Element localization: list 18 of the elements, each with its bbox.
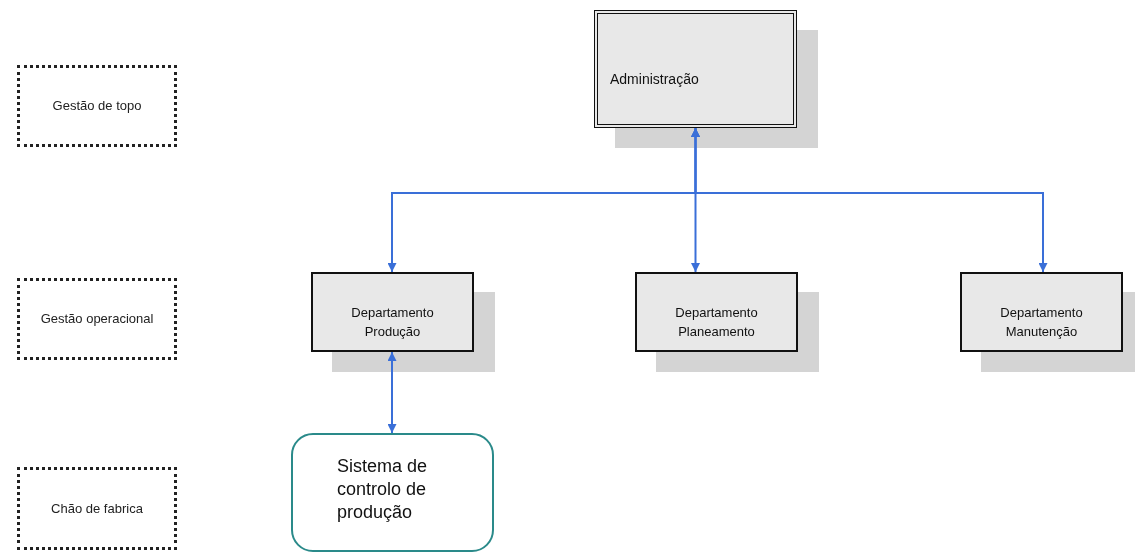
- node-label: Gestão de topo: [51, 97, 143, 116]
- process-box: [635, 272, 798, 352]
- node-label: Administração: [609, 69, 700, 89]
- process-box: [311, 272, 474, 352]
- level-box: [17, 278, 177, 360]
- level-box: [17, 65, 177, 147]
- node-label: Chão de fabrica: [50, 499, 144, 518]
- node-label: Departamento Produção: [350, 303, 435, 341]
- node-label: Departamento Manutenção: [999, 303, 1084, 341]
- process-box: [960, 272, 1123, 352]
- node-label: Gestão operacional: [39, 310, 155, 329]
- level-box: [17, 467, 177, 550]
- node-label: Departamento Planeamento: [674, 303, 759, 341]
- node-label: Sistema de controlo de produção: [336, 455, 429, 524]
- process-box: [594, 10, 797, 128]
- system-box: [291, 433, 494, 552]
- connector-arrow: [691, 127, 1048, 273]
- connector-arrow: [387, 351, 397, 434]
